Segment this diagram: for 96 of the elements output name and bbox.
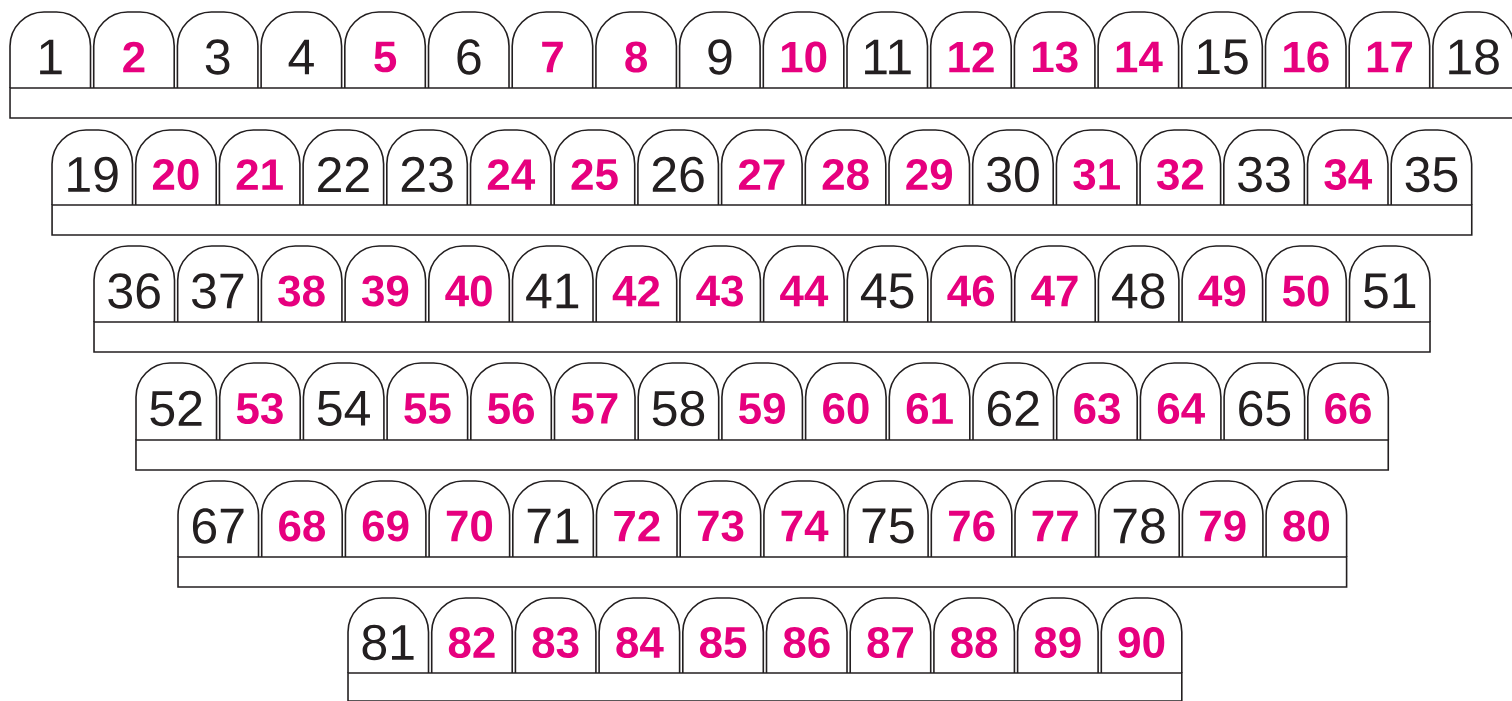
number-tile: 70	[428, 480, 511, 558]
number-tile: 11	[846, 11, 929, 89]
number-tile: 68	[260, 480, 343, 558]
number-tile: 15	[1181, 11, 1264, 89]
number-tile: 27	[720, 129, 803, 206]
number-tile: 59	[721, 362, 804, 441]
number-tile: 75	[846, 480, 929, 558]
number-tile: 46	[930, 245, 1013, 323]
number-tile: 24	[469, 129, 552, 206]
number-tile: 54	[302, 362, 385, 441]
number-tile: 85	[682, 597, 765, 674]
number-tile: 33	[1223, 129, 1306, 206]
number-tile: 30	[971, 129, 1054, 206]
number-tile: 16	[1264, 11, 1347, 89]
number-tile: 18	[1432, 11, 1512, 89]
number-tile: 50	[1265, 245, 1348, 323]
shelf-bar	[51, 204, 1473, 236]
number-tile: 36	[93, 245, 176, 323]
number-tile: 83	[514, 597, 597, 674]
number-tile: 34	[1306, 129, 1389, 206]
number-tile: 64	[1139, 362, 1222, 441]
number-tile: 77	[1014, 480, 1097, 558]
number-tile: 56	[470, 362, 553, 441]
number-tile: 47	[1013, 245, 1096, 323]
number-tile: 12	[929, 11, 1012, 89]
number-tile: 29	[888, 129, 971, 206]
number-tile: 1	[9, 11, 92, 89]
number-tile: 82	[430, 597, 513, 674]
number-tile: 72	[595, 480, 678, 558]
number-tile: 6	[427, 11, 510, 89]
number-tile: 9	[678, 11, 761, 89]
number-tile: 26	[637, 129, 720, 206]
number-tile: 66	[1307, 362, 1390, 441]
number-tile: 3	[176, 11, 259, 89]
number-tile: 55	[386, 362, 469, 441]
number-tile: 5	[344, 11, 427, 89]
number-tile: 48	[1097, 245, 1180, 323]
shelf-bar	[9, 87, 1512, 119]
shelf-bar	[347, 672, 1183, 701]
number-tile: 79	[1181, 480, 1264, 558]
shelf-bar	[135, 439, 1390, 471]
number-tile: 10	[762, 11, 845, 89]
shelf-bar	[177, 556, 1348, 588]
number-tile: 41	[511, 245, 594, 323]
number-tile: 89	[1016, 597, 1099, 674]
number-tile: 43	[679, 245, 762, 323]
number-tile: 80	[1265, 480, 1348, 558]
number-tile: 57	[553, 362, 636, 441]
number-tile: 60	[804, 362, 887, 441]
number-tile: 32	[1139, 129, 1222, 206]
number-tile: 13	[1013, 11, 1096, 89]
number-tile: 2	[92, 11, 175, 89]
number-tile: 8	[595, 11, 678, 89]
number-tile: 76	[930, 480, 1013, 558]
number-tile: 40	[428, 245, 511, 323]
number-tile: 22	[302, 129, 385, 206]
number-tile: 84	[598, 597, 681, 674]
number-tile: 61	[888, 362, 971, 441]
number-tile: 49	[1181, 245, 1264, 323]
number-tile: 86	[765, 597, 848, 674]
number-tile: 69	[344, 480, 427, 558]
number-tile: 17	[1348, 11, 1431, 89]
number-tile: 35	[1390, 129, 1473, 206]
number-tile: 63	[1055, 362, 1138, 441]
number-tile: 90	[1100, 597, 1183, 674]
number-tile: 37	[176, 245, 259, 323]
number-tile: 39	[344, 245, 427, 323]
number-tile: 45	[846, 245, 929, 323]
number-tile: 42	[595, 245, 678, 323]
number-tile: 67	[177, 480, 260, 558]
number-tile: 74	[763, 480, 846, 558]
number-tile: 20	[134, 129, 217, 206]
number-tile: 21	[218, 129, 301, 206]
number-tile: 52	[135, 362, 218, 441]
number-tile: 53	[218, 362, 301, 441]
number-tile: 31	[1055, 129, 1138, 206]
number-tile: 23	[386, 129, 469, 206]
number-tile: 44	[762, 245, 845, 323]
number-tile: 87	[849, 597, 932, 674]
number-tile: 28	[804, 129, 887, 206]
number-tile: 14	[1097, 11, 1180, 89]
number-tile: 81	[347, 597, 430, 674]
number-tile: 71	[512, 480, 595, 558]
number-tile: 62	[972, 362, 1055, 441]
number-tile: 4	[260, 11, 343, 89]
number-tile: 25	[553, 129, 636, 206]
number-tile: 51	[1348, 245, 1431, 323]
number-tile: 19	[51, 129, 134, 206]
number-tile: 65	[1223, 362, 1306, 441]
number-tile: 7	[511, 11, 594, 89]
number-tile: 78	[1097, 480, 1180, 558]
number-tile: 58	[637, 362, 720, 441]
number-tile: 88	[933, 597, 1016, 674]
shelf-bar	[93, 321, 1431, 353]
number-tile: 38	[260, 245, 343, 323]
number-tile: 73	[679, 480, 762, 558]
